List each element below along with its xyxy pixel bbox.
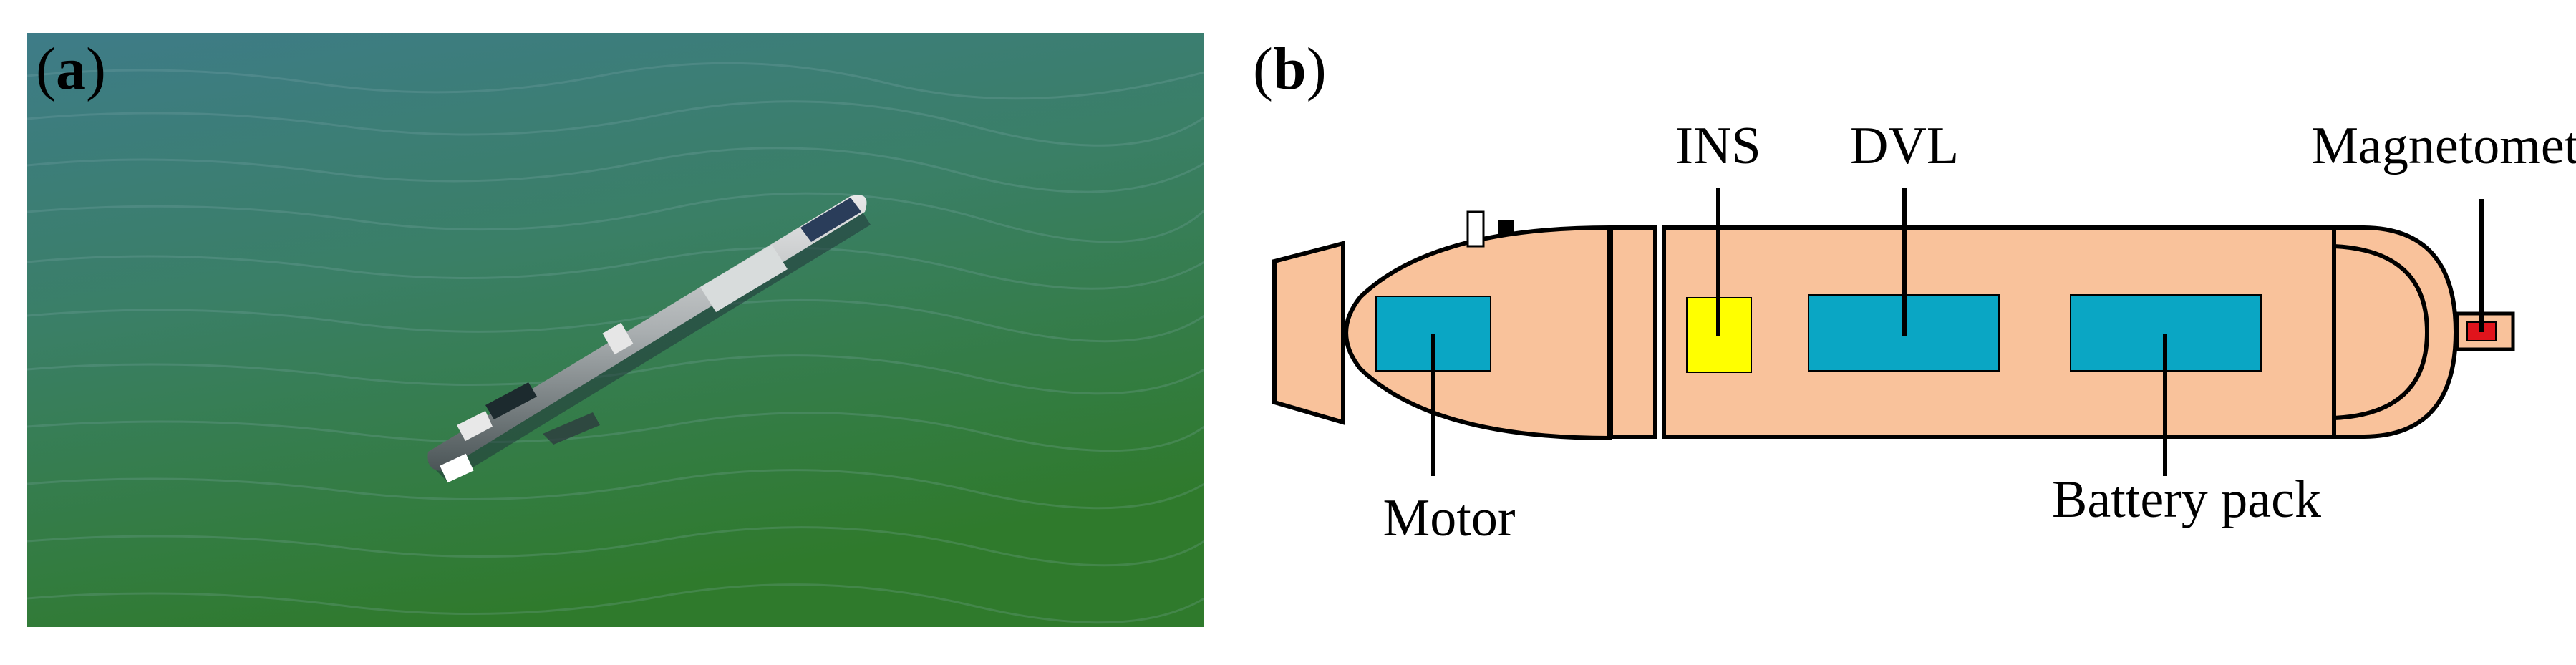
antenna-white [1466,210,1485,248]
connector-segment [1609,225,1657,439]
auv-photo-image [27,33,1204,627]
dvl-label: DVL [1850,117,1959,175]
water-ripples [27,62,1204,624]
tail-cone [1272,241,1345,425]
auv-photo [27,33,1204,627]
panel-b-label: (b) [1253,36,1327,102]
magnetometer-label: Magnetometer [2311,117,2576,175]
nose-section [2332,225,2459,439]
battery-pack-label: Battery pack [2052,470,2321,529]
motor-label: Motor [1383,489,1516,548]
auv-vehicle [427,195,871,483]
antenna-black [1498,220,1514,236]
auv-schematic: INS DVL Magnetometer Motor Battery pack [1272,117,2576,548]
panel-a-label: (a) [36,36,106,102]
nose-inner-curve [2333,244,2430,420]
ins-label: INS [1675,117,1761,175]
